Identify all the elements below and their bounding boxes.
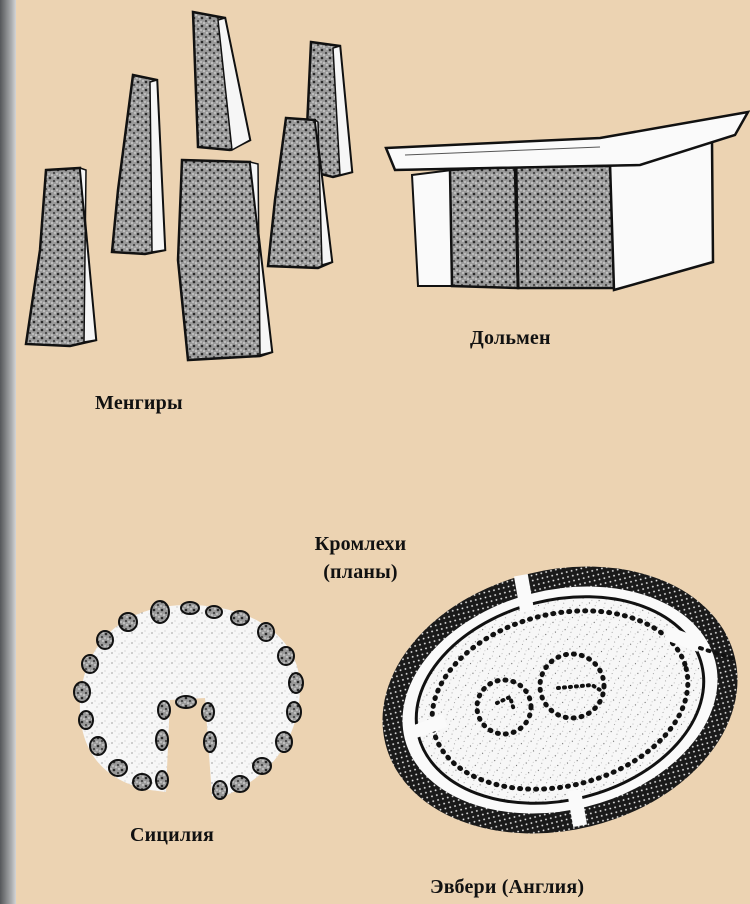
menhirs-drawing [26,12,352,360]
menhirs-caption: Менгиры [95,392,183,415]
dolmen-drawing [386,112,748,290]
avebury-caption: Эвбери (Англия) [430,876,584,899]
cromlech-caption-line1: Кромлехи [298,530,423,558]
sicily-caption: Сицилия [130,824,214,847]
cromlech-caption: Кромлехи (планы) [298,530,423,586]
sicily-plan [74,601,303,799]
dolmen-caption: Дольмен [470,327,551,350]
cromlech-caption-line2: (планы) [298,558,423,586]
